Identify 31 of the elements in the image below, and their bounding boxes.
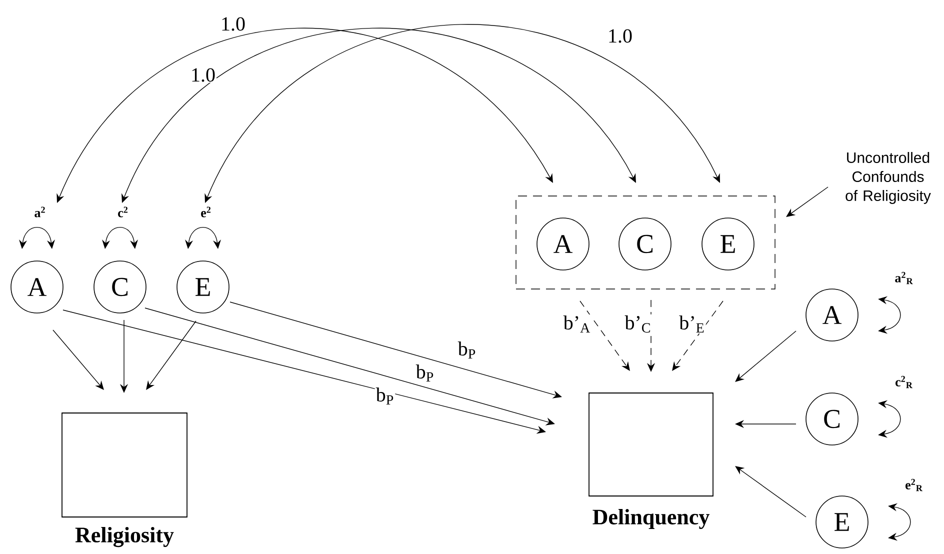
edge-label: 1.0 (606, 28, 634, 44)
edge-label: a$^{2}$R (895, 272, 913, 284)
edge-label: b’$_{A}$ (562, 314, 592, 334)
node-label: Delinquency (592, 509, 710, 530)
leader-arrow (786, 186, 828, 217)
edge-label: e$^{2}$ (201, 206, 211, 218)
node-label: Religiosity (75, 526, 174, 548)
callout-text: Uncontrolled Confounds of Religiosity (846, 152, 931, 204)
edge-label: c$^{2}$ (118, 206, 128, 218)
path-arrow (735, 330, 796, 382)
path-arrow (672, 300, 724, 371)
edge-label: b$_{P}$ (414, 364, 436, 382)
path-arrow (580, 300, 630, 371)
edge-label: 1.0 (220, 16, 246, 32)
edge-label: b$_{P}$ (374, 386, 396, 406)
variable-box: Religiosity (62, 412, 188, 548)
path-arrow (735, 466, 806, 518)
edge-label: 1.0 (190, 67, 216, 83)
edge-label: c$^{2}$R (896, 376, 913, 388)
edge-label: a$^{2}$ (34, 206, 45, 218)
path-arrow (146, 320, 196, 390)
edge-label: e$^{2}$R (906, 478, 923, 492)
correlation-arrow (122, 28, 636, 203)
path-arrow (230, 302, 562, 398)
edge-label: b’$_{E}$ (678, 314, 706, 334)
correlation-arrow (56, 28, 553, 203)
path-arrow (52, 330, 104, 390)
path-arrow (144, 308, 555, 426)
edge-label: b$_{P}$ (456, 340, 478, 360)
variable-box: Delinquency (588, 392, 714, 529)
edge-label: b’$_{C}$ (624, 314, 652, 334)
